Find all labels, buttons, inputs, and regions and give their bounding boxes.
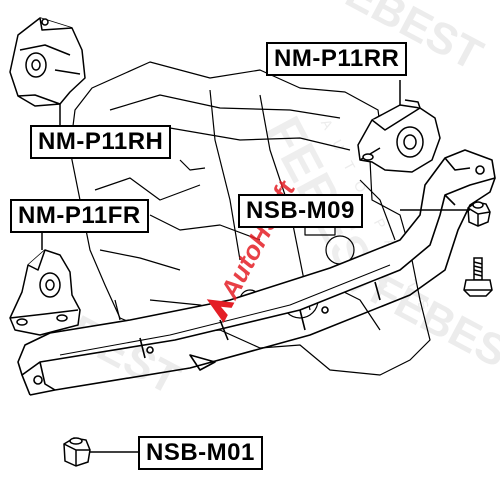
engine-block: [69, 61, 431, 376]
label-nm-p11rh: NM-P11RH: [30, 125, 172, 159]
label-nsb-m01: NSB-M01: [138, 436, 263, 470]
label-nsb-m09: NSB-M09: [238, 194, 363, 228]
mount-rh-illustration: [9, 17, 86, 107]
label-nm-p11fr: NM-P11FR: [10, 199, 149, 233]
label-nm-p11rr: NM-P11RR: [266, 42, 408, 76]
mount-fr-illustration: [9, 249, 81, 336]
autohsoft-logo-mark: [206, 299, 235, 323]
bolt-m09-nut-illustration: [467, 201, 491, 227]
bolt-m01-nut-illustration: [63, 437, 91, 467]
leader-lines: [41, 80, 470, 453]
mount-rr-illustration: [357, 99, 441, 173]
crossmember: [17, 149, 496, 396]
bolt-m09-stud-illustration: [463, 257, 493, 297]
